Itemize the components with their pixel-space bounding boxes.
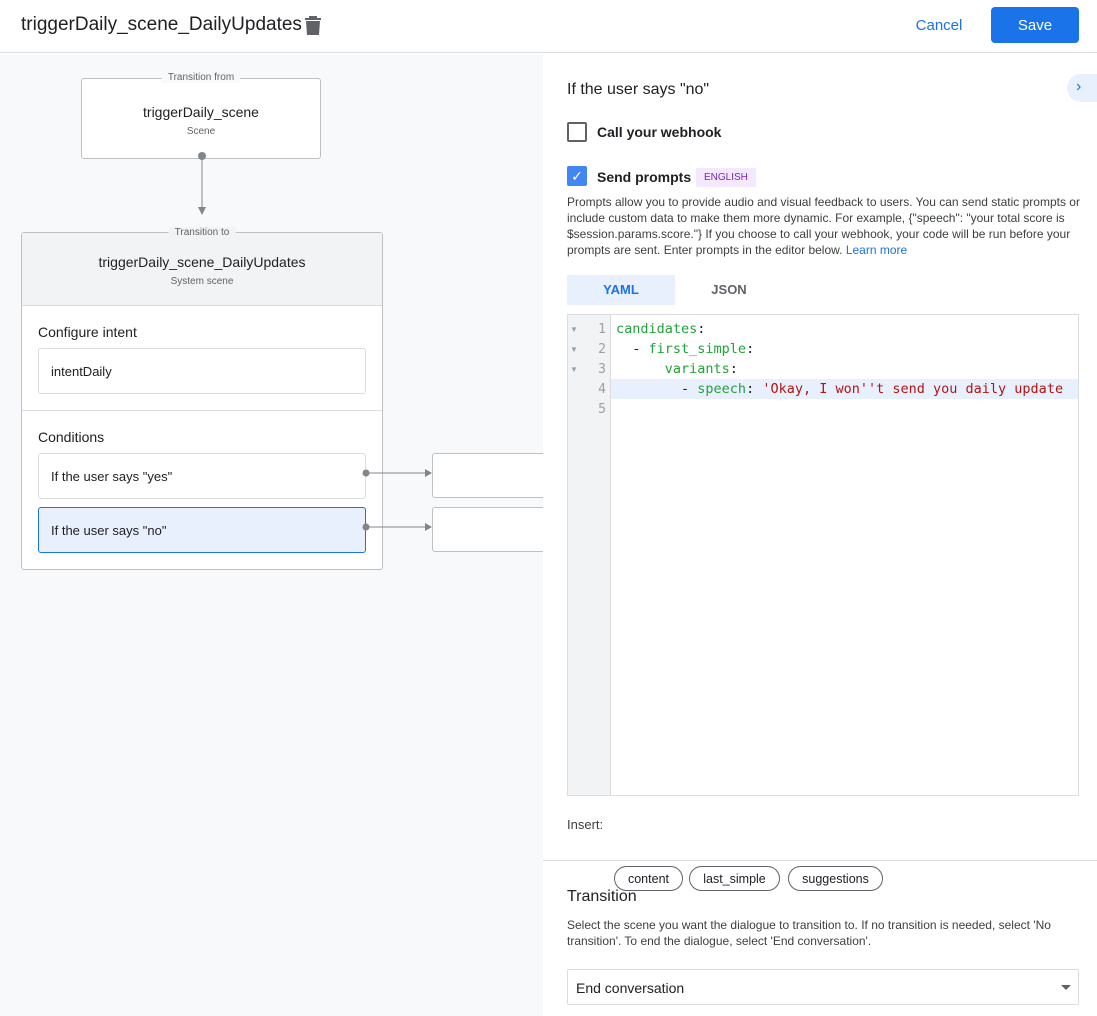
- line-number: 3: [598, 362, 606, 377]
- transition-description: Select the scene you want the dialogue t…: [567, 918, 1051, 948]
- header: triggerDaily_scene_DailyUpdates Cancel S…: [0, 0, 1097, 53]
- transition-select[interactable]: End conversation: [567, 969, 1079, 1005]
- insert-last-simple-chip[interactable]: last_simple: [689, 866, 780, 891]
- webhook-label: Call your webhook: [597, 124, 722, 140]
- to-scene-name: triggerDaily_scene_DailyUpdates: [98, 254, 306, 270]
- transition-heading: Transition: [567, 888, 637, 905]
- line-number: 1: [598, 322, 606, 337]
- panel-heading: If the user says "no": [567, 81, 710, 98]
- code-editor[interactable]: ▼ ▼ ▼ 1 2 3 4 5 candidates: - first_simp…: [567, 314, 1079, 796]
- language-badge: ENGLISH: [696, 168, 756, 187]
- from-scene-type: Scene: [186, 126, 216, 137]
- code-line: - speech: 'Okay, I won''t send you daily…: [616, 381, 1064, 397]
- condition-panel: › If the user says "no" Call your webhoo…: [543, 54, 1097, 1016]
- page-title: triggerDaily_scene_DailyUpdates: [21, 14, 302, 35]
- no-target-node[interactable]: [432, 507, 562, 552]
- prompts-label: Send prompts: [597, 169, 692, 185]
- divider: [543, 860, 1097, 861]
- prompts-description: Prompts allow you to provide audio and v…: [567, 195, 1080, 257]
- dropdown-arrow-icon: [1061, 985, 1071, 995]
- transition-from-node[interactable]: Transition from triggerDaily_scene Scene: [81, 72, 321, 159]
- transition-selected-value: End conversation: [576, 980, 685, 996]
- condition-no[interactable]: If the user says "no": [38, 507, 366, 553]
- line-number: 4: [598, 382, 606, 397]
- webhook-checkbox[interactable]: [567, 122, 587, 142]
- connector-arrow: [198, 152, 206, 215]
- insert-suggestions-chip[interactable]: suggestions: [788, 866, 883, 891]
- learn-more-link[interactable]: Learn more: [845, 243, 908, 257]
- line-number: 2: [598, 342, 606, 357]
- fold-icon[interactable]: ▼: [570, 345, 578, 354]
- tab-json[interactable]: JSON: [711, 282, 747, 297]
- transition-to-node: Transition to triggerDaily_scene_DailyUp…: [21, 227, 383, 570]
- chevron-right-icon[interactable]: ›: [1067, 74, 1097, 102]
- yes-target-node[interactable]: [432, 453, 562, 498]
- transition-from-label: Transition from: [161, 72, 241, 83]
- line-number: 5: [598, 402, 606, 417]
- insert-label: Insert:: [567, 817, 604, 832]
- code-line: - first_simple:: [616, 341, 755, 357]
- code-line: candidates:: [616, 321, 706, 337]
- save-button[interactable]: Save: [991, 7, 1079, 43]
- tab-yaml[interactable]: YAML: [567, 275, 675, 305]
- fold-icon[interactable]: ▼: [570, 365, 578, 374]
- condition-yes[interactable]: If the user says "yes": [38, 453, 366, 499]
- scene-canvas: Transition from triggerDaily_scene Scene…: [0, 54, 562, 1016]
- trash-icon[interactable]: [304, 15, 322, 35]
- to-scene-type: System scene: [170, 276, 234, 287]
- transition-to-label: Transition to: [168, 227, 236, 238]
- conditions-heading: Conditions: [38, 429, 105, 445]
- insert-content-chip[interactable]: content: [614, 866, 683, 891]
- cancel-button[interactable]: Cancel: [904, 8, 974, 42]
- from-scene-name: triggerDaily_scene: [143, 104, 259, 120]
- fold-icon[interactable]: ▼: [570, 325, 578, 334]
- prompts-checkbox[interactable]: ✓: [567, 166, 587, 186]
- condition-connectors: [362, 469, 432, 531]
- configure-intent-heading: Configure intent: [38, 324, 137, 340]
- intent-item[interactable]: intentDaily: [38, 348, 366, 394]
- code-line: variants:: [616, 361, 738, 377]
